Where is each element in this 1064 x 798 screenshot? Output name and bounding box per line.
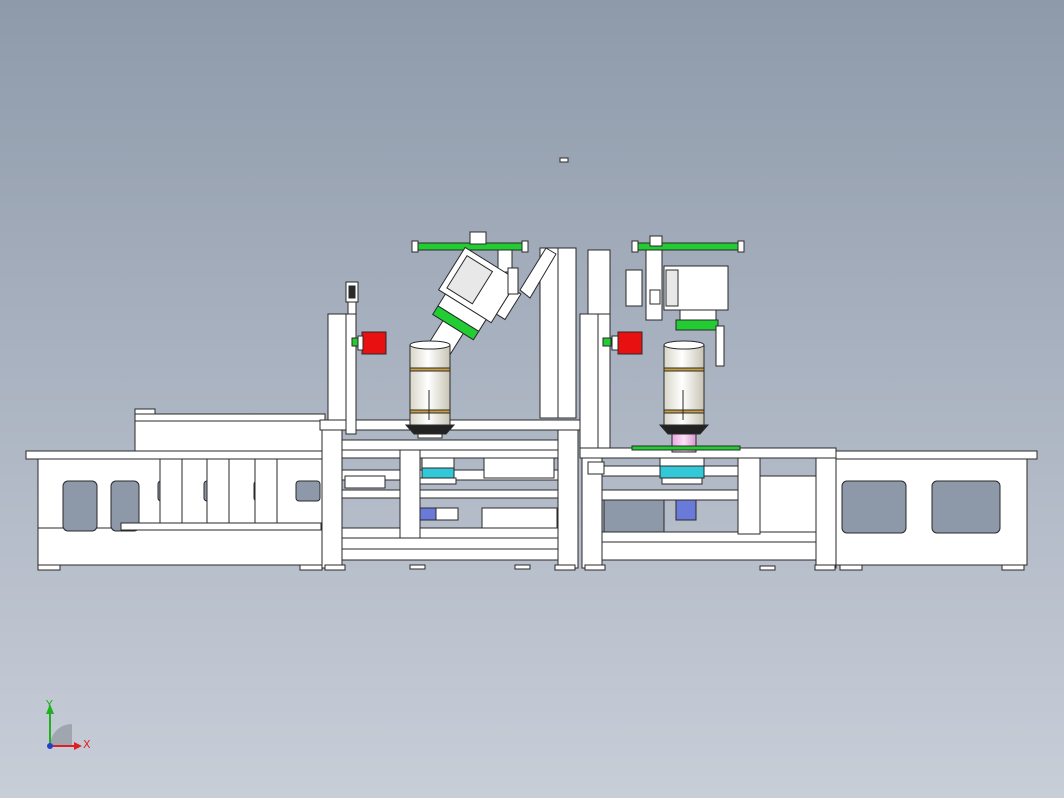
z-axis-dot [47, 743, 53, 749]
y-axis-label: Y [46, 698, 53, 711]
x-arrow-head [74, 742, 82, 750]
left-sensor-block [419, 457, 459, 521]
right-product-cylinder [631, 340, 741, 453]
center-left-station-frame [319, 419, 581, 571]
right-gantry-rail [631, 235, 745, 321]
left-product-cylinder [404, 340, 456, 439]
left-red-motor [357, 331, 387, 355]
left-vertical-post [327, 281, 361, 435]
right-red-motor [611, 331, 643, 355]
right-sensor-block [587, 457, 705, 521]
center-right-station-frame [579, 447, 837, 571]
right-vertical-head [625, 265, 729, 367]
left-base-frame [25, 408, 327, 571]
y-arrow-head [46, 704, 54, 714]
center-column [539, 157, 611, 419]
left-tilted-head [423, 246, 522, 368]
right-base-frame [834, 450, 1038, 571]
x-axis-label: X [83, 738, 91, 751]
left-head-arm [507, 247, 557, 299]
axis-triad [46, 704, 82, 750]
